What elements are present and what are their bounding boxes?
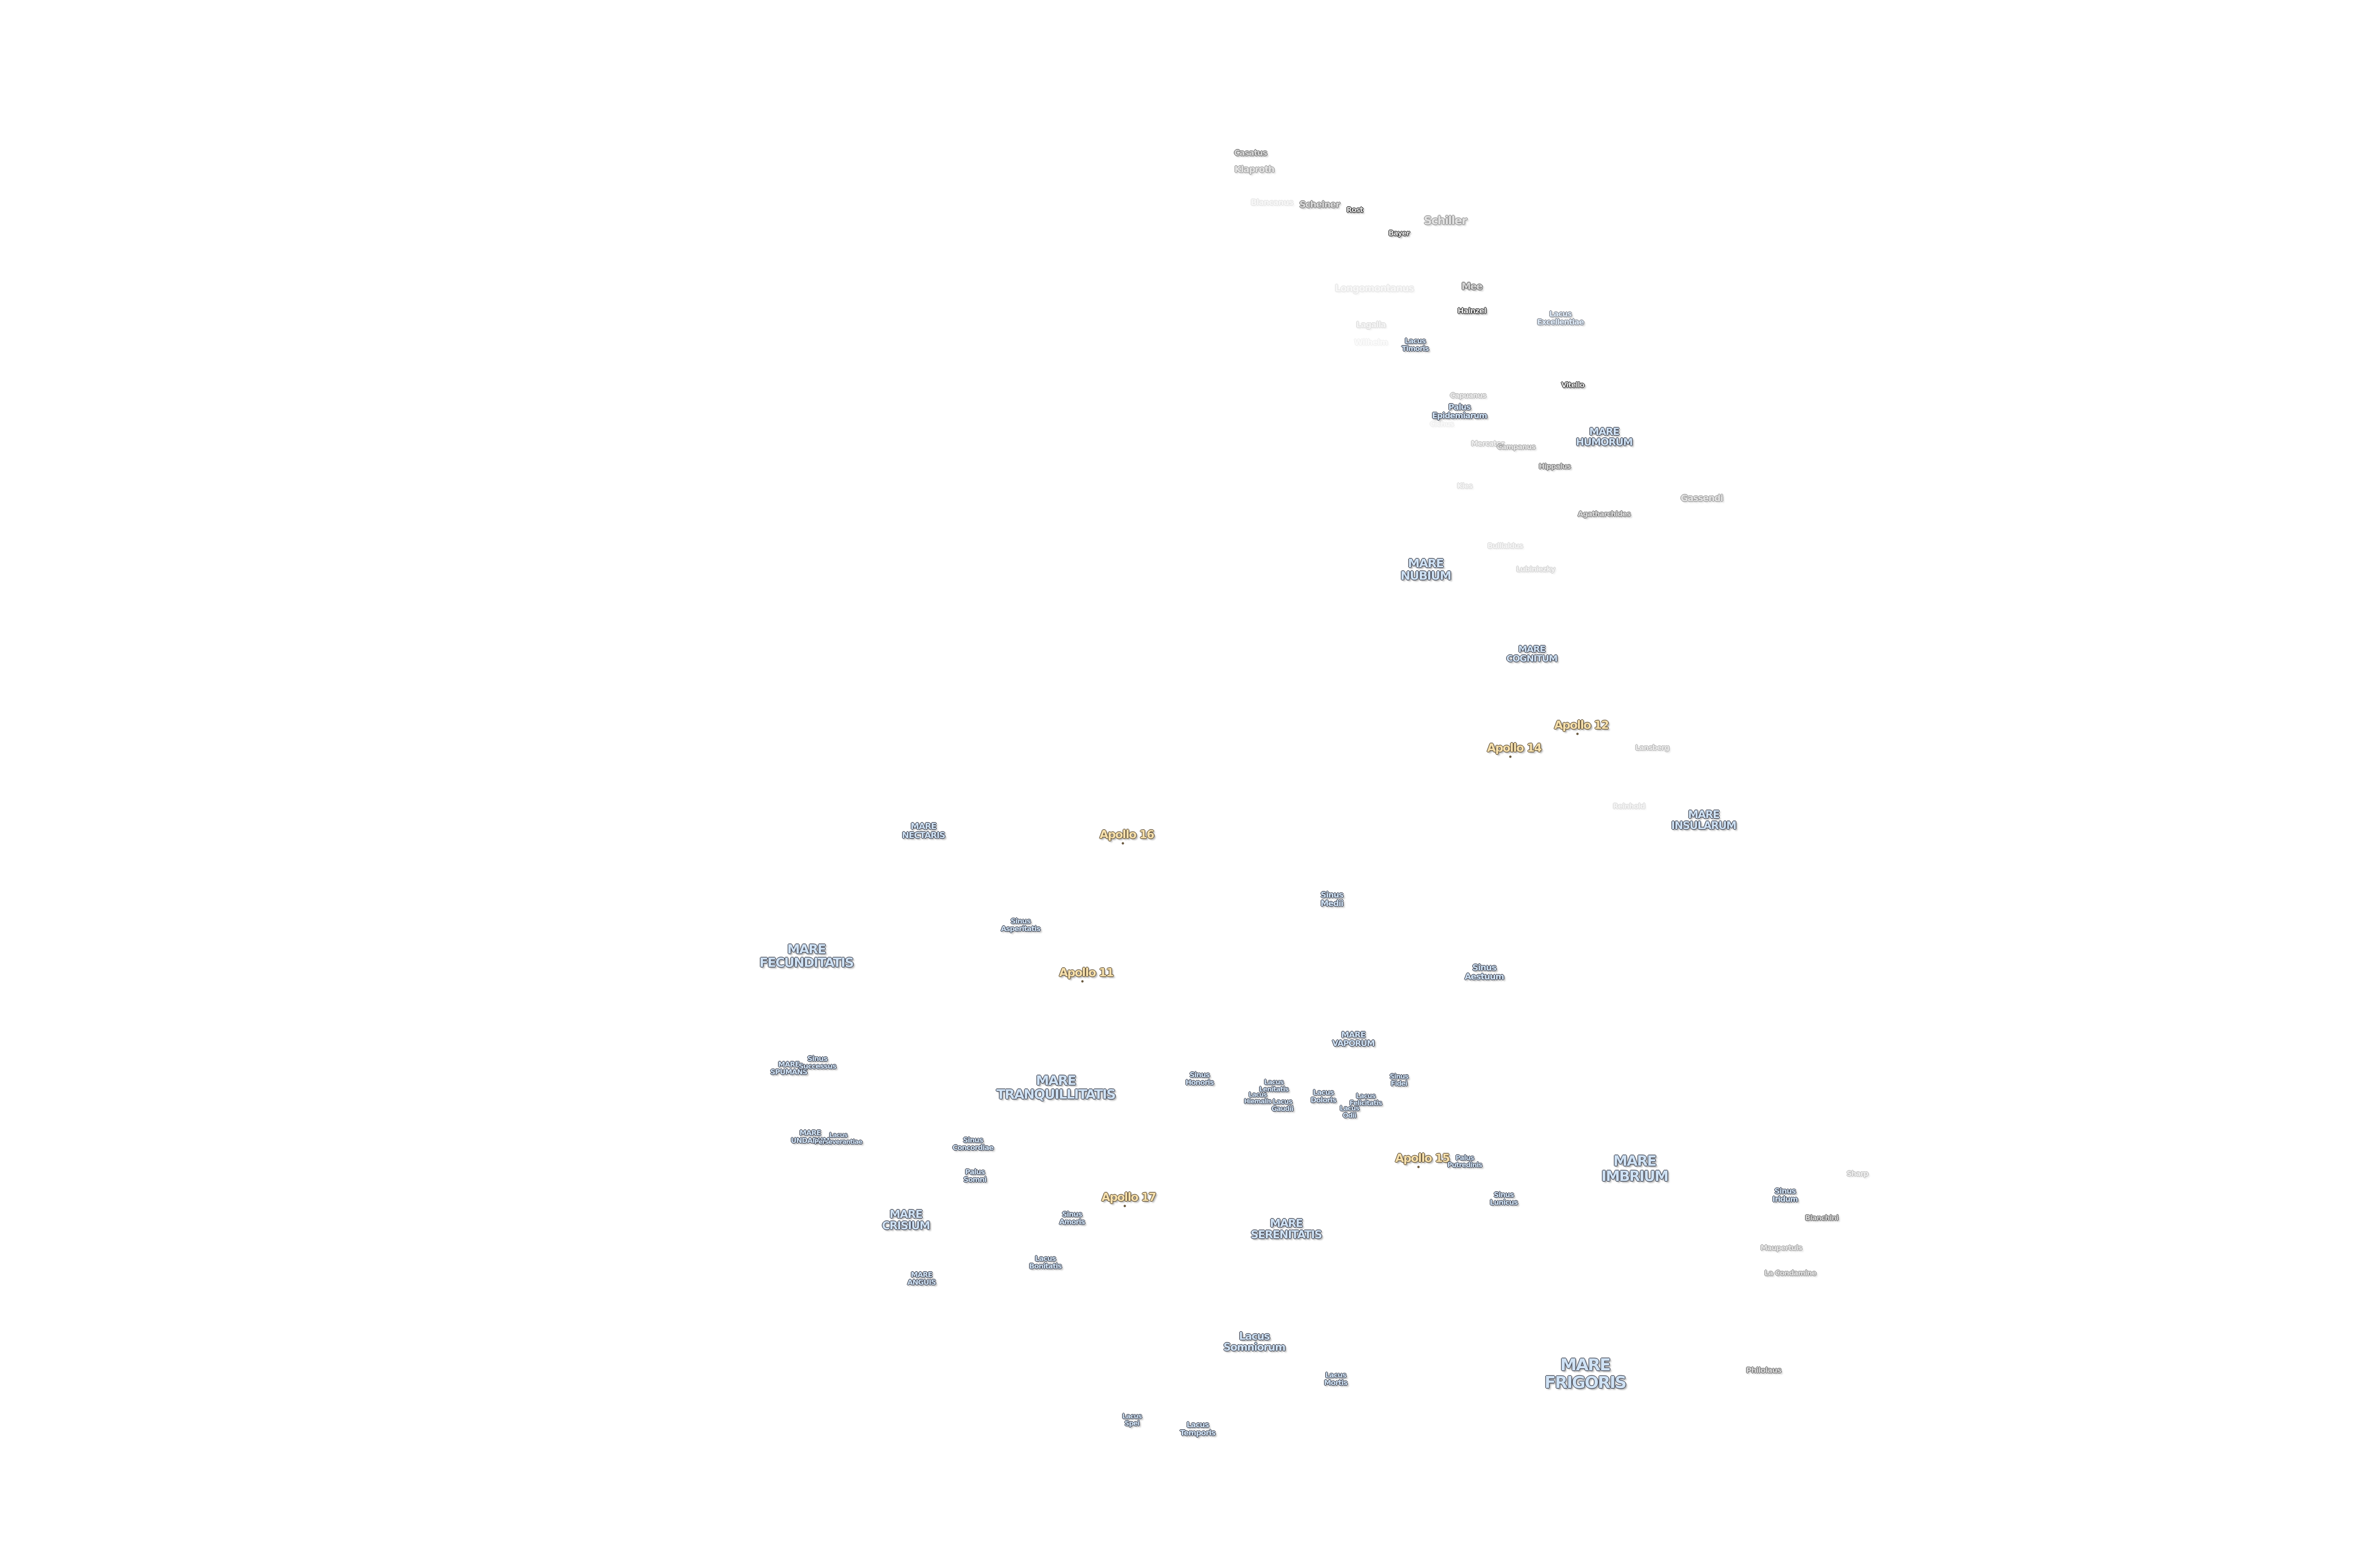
label-philolaus[interactable]: Philolaus <box>1746 1365 1782 1375</box>
label-lacus-mortis[interactable]: Lacus Mortis <box>1324 1371 1348 1387</box>
label-lacus-doloris[interactable]: Lacus Doloris <box>1310 1088 1336 1104</box>
label-bianchini[interactable]: Bianchini <box>1805 1214 1839 1223</box>
label-apollo-14[interactable]: Apollo 14 <box>1487 741 1542 755</box>
label-scheiner[interactable]: Scheiner <box>1299 199 1340 210</box>
label-mare-nubium[interactable]: MARE NUBIUM <box>1400 556 1451 583</box>
label-bullialdus[interactable]: Bullialdus <box>1487 542 1523 551</box>
label-mare-anguis[interactable]: MARE ANGUIS <box>907 1270 936 1286</box>
label-lubiniezky[interactable]: Lubiniezky <box>1516 565 1555 574</box>
label-vitello[interactable]: Vitello <box>1561 381 1585 390</box>
label-sinus-asperitatis[interactable]: Sinus Asperitatis <box>1001 917 1041 933</box>
label-lacus-timoris[interactable]: Lacus Timoris <box>1401 336 1429 353</box>
label-blancanus[interactable]: Blancanus <box>1250 198 1293 208</box>
label-cichus[interactable]: Cichus <box>1430 420 1454 429</box>
label-mare-frigoris[interactable]: MARE FRIGORIS <box>1544 1355 1627 1392</box>
label-sinus-amoris[interactable]: Sinus Amoris <box>1059 1210 1085 1226</box>
label-lacus-temporis[interactable]: Lacus Temporis <box>1180 1420 1216 1437</box>
label-kies[interactable]: Kies <box>1457 482 1473 491</box>
label-mare-serenitatis[interactable]: MARE SERENITATIS <box>1250 1217 1322 1241</box>
label-palus-somni[interactable]: Palus Somni <box>963 1167 987 1184</box>
label-apollo-12[interactable]: Apollo 12 <box>1554 718 1609 732</box>
label-mare-imbrium[interactable]: MARE IMBRIUM <box>1601 1153 1669 1185</box>
label-lacus-bonitatis[interactable]: Lacus Bonitatis <box>1029 1254 1062 1270</box>
landing-site-marker-icon <box>1081 980 1084 983</box>
label-mare-crisium[interactable]: MARE CRISIUM <box>882 1208 931 1232</box>
label-mare-cognitum[interactable]: MARE COGNITUM <box>1506 644 1558 664</box>
label-sinus-successus[interactable]: Sinus Successus <box>798 1054 837 1070</box>
label-sinus-honoris[interactable]: Sinus Honoris <box>1185 1070 1214 1087</box>
label-lacus-lenitatis[interactable]: Lacus Lenitatis <box>1259 1078 1289 1093</box>
label-mare-undarum[interactable]: MARE UNDARUM <box>791 1128 830 1145</box>
label-klaproth[interactable]: Klaproth <box>1234 164 1275 175</box>
label-mercator[interactable]: Mercator <box>1471 439 1504 448</box>
label-mare-nectaris[interactable]: MARE NECTARIS <box>902 821 945 840</box>
label-mare-insularum[interactable]: MARE INSULARUM <box>1671 809 1736 832</box>
label-lansberg[interactable]: Lansberg <box>1635 743 1669 752</box>
label-lacus-felicitatis[interactable]: Lacus Felicitatis <box>1349 1092 1382 1107</box>
label-sinus-fidei[interactable]: Sinus Fidei <box>1389 1073 1409 1087</box>
label-agatharchides[interactable]: Agatharchides <box>1577 510 1631 519</box>
label-apollo-16[interactable]: Apollo 16 <box>1100 828 1154 841</box>
landing-site-marker-icon <box>1509 755 1512 758</box>
label-la-condamine[interactable]: La Condamine <box>1764 1269 1816 1278</box>
label-sharp[interactable]: Sharp <box>1846 1169 1868 1178</box>
label-palus-epidemiarum[interactable]: Palus Epidemiarum <box>1432 403 1487 421</box>
label-lacus-gaudii[interactable]: Lacus Gaudii <box>1271 1098 1293 1113</box>
label-apollo-17[interactable]: Apollo 17 <box>1101 1190 1156 1204</box>
label-hainzel[interactable]: Hainzel <box>1458 306 1487 316</box>
label-mare-humorum[interactable]: MARE HUMORUM <box>1576 425 1633 448</box>
label-lacus-spei[interactable]: Lacus Spei <box>1122 1413 1142 1427</box>
label-bayer[interactable]: Bayer <box>1388 229 1410 238</box>
landing-site-marker-icon <box>1576 732 1579 735</box>
label-rost[interactable]: Rost <box>1346 206 1363 215</box>
label-gassendi[interactable]: Gassendi <box>1680 493 1724 504</box>
landing-site-marker-icon <box>1121 842 1124 845</box>
label-sinus-iridum[interactable]: Sinus Iridum <box>1772 1186 1798 1204</box>
label-mare-tranquillitatis[interactable]: MARE TRANQUILLITATIS <box>996 1072 1116 1102</box>
label-palus-putredinis[interactable]: Palus Putredinis <box>1447 1154 1483 1169</box>
label-schiller[interactable]: Schiller <box>1424 214 1467 227</box>
label-lacus-perseverantiae[interactable]: Lacus Perseverantiae <box>814 1132 863 1146</box>
label-longomontanus[interactable]: Longomontanus <box>1335 282 1414 294</box>
label-lacus-excellentiae[interactable]: Lacus Excellentiae <box>1537 309 1584 326</box>
label-capuanus[interactable]: Capuanus <box>1450 391 1487 400</box>
label-sinus-lunicus[interactable]: Sinus Lunicus <box>1489 1190 1518 1206</box>
label-sinus-concordiae[interactable]: Sinus Concordiae <box>952 1136 994 1152</box>
label-mare-fecunditatis[interactable]: MARE FECUNDITATIS <box>759 942 854 970</box>
label-reinhold[interactable]: Reinhold <box>1613 802 1645 811</box>
landing-site-marker-icon <box>1417 1166 1420 1168</box>
label-lacus-somniorum[interactable]: Lacus Somniorum <box>1223 1330 1286 1354</box>
label-apollo-15[interactable]: Apollo 15 <box>1395 1151 1450 1165</box>
label-casatus[interactable]: Casatus <box>1234 148 1268 158</box>
landing-site-marker-icon <box>1123 1205 1126 1207</box>
label-wilhelm[interactable]: Wilhelm <box>1354 338 1388 348</box>
label-campanus[interactable]: Campanus <box>1497 443 1536 452</box>
label-maupertuis[interactable]: Maupertuis <box>1760 1244 1803 1253</box>
label-mare-vaporum[interactable]: MARE VAPORUM <box>1332 1030 1375 1048</box>
label-lagalla[interactable]: Lagalla <box>1356 320 1386 330</box>
label-lacus-odii[interactable]: Lacus Odii <box>1339 1105 1360 1119</box>
label-sinus-aestuum[interactable]: Sinus Aestuum <box>1464 963 1504 982</box>
label-lacus-hiemalis[interactable]: Lacus Hiemalis <box>1244 1091 1272 1105</box>
label-apollo-11[interactable]: Apollo 11 <box>1059 966 1114 979</box>
label-sinus-medii[interactable]: Sinus Medii <box>1320 890 1343 909</box>
label-mee[interactable]: Mee <box>1461 280 1483 292</box>
label-hippalus[interactable]: Hippalus <box>1538 462 1571 471</box>
label-mare-spumans[interactable]: MARE SPUMANS <box>770 1060 807 1076</box>
